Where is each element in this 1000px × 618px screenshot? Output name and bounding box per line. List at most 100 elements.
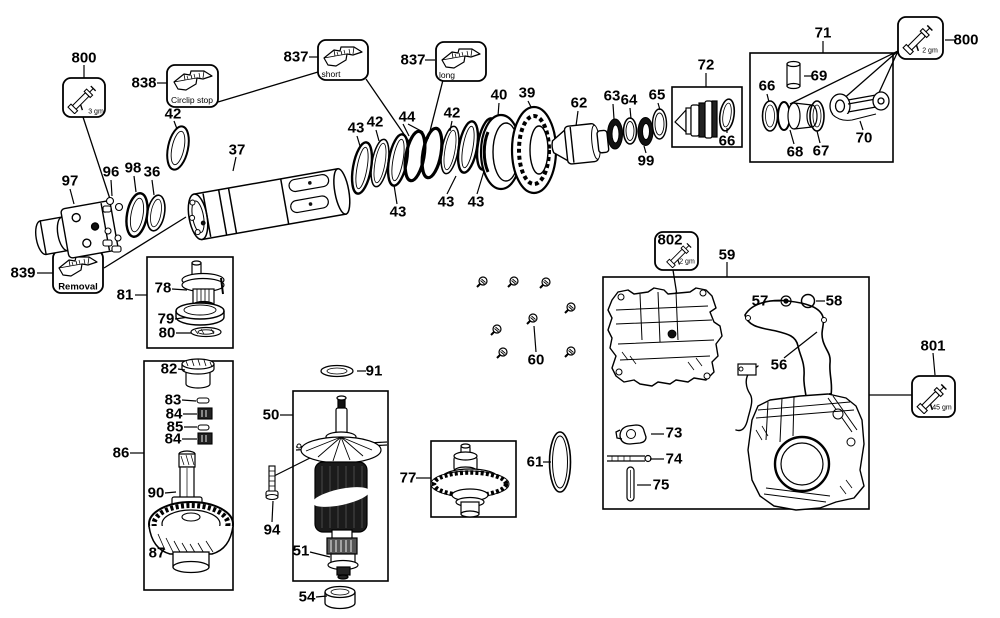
- label-87: 87: [148, 544, 166, 562]
- label-75: 75: [652, 476, 670, 494]
- label-59: 59: [718, 246, 736, 264]
- part-pin-74: [607, 454, 652, 463]
- label-839: 839: [10, 264, 36, 282]
- box-81: [146, 256, 234, 349]
- part-pin-85: [197, 424, 210, 431]
- label-56: 56: [770, 356, 788, 374]
- part-pin-83: [196, 397, 210, 404]
- ann-removal: Removal: [58, 281, 98, 293]
- label-84-1: 84: [165, 405, 183, 423]
- label-43-3: 43: [437, 193, 455, 211]
- ann-2gm-topright: 2 gm: [922, 47, 938, 55]
- label-51: 51: [292, 542, 310, 560]
- box-grease-802: [654, 231, 699, 271]
- label-801: 801: [920, 337, 946, 355]
- label-800-topright: 800: [953, 31, 979, 49]
- part-tool-holder-97: [34, 200, 119, 259]
- part-barrel-37: [187, 167, 351, 241]
- label-42-1: 42: [164, 105, 182, 123]
- ann-45gm: 45 gm: [932, 404, 952, 412]
- box-50: [292, 390, 389, 582]
- part-washer-91: [320, 364, 354, 378]
- label-43-2: 43: [389, 203, 407, 221]
- part-pin-75: [626, 466, 635, 502]
- label-71: 71: [814, 24, 832, 42]
- label-67: 67: [812, 142, 830, 160]
- label-64: 64: [620, 91, 638, 109]
- label-57: 57: [751, 292, 769, 310]
- label-79: 79: [157, 310, 175, 328]
- ann-long: long: [438, 69, 456, 80]
- label-66-1: 66: [718, 132, 736, 150]
- label-42-2: 42: [366, 113, 384, 131]
- part-ring-36: [146, 194, 166, 232]
- label-65: 65: [648, 86, 666, 104]
- part-cylinder-69: [786, 60, 801, 90]
- ann-circlip-stop: Circlip stop: [170, 94, 214, 105]
- label-58: 58: [825, 292, 843, 310]
- label-50: 50: [262, 406, 280, 424]
- label-837-short: 837: [283, 48, 309, 66]
- label-61: 61: [526, 453, 544, 471]
- label-77: 77: [399, 469, 417, 487]
- label-42-3: 42: [443, 104, 461, 122]
- label-72: 72: [697, 56, 715, 74]
- part-conrod-70: [829, 91, 890, 121]
- label-90: 90: [147, 484, 165, 502]
- label-66-2: 66: [758, 77, 776, 95]
- part-brush-84-2: [197, 432, 213, 445]
- label-39: 39: [518, 84, 536, 102]
- label-802: 802: [657, 231, 683, 249]
- part-armature-50: [295, 395, 388, 580]
- label-800-topleft: 800: [71, 49, 97, 67]
- label-98: 98: [124, 159, 142, 177]
- part-washer-80: [190, 326, 222, 338]
- part-gear-87: [148, 501, 234, 574]
- part-oring-61: [548, 431, 572, 493]
- label-43-1: 43: [347, 119, 365, 137]
- label-60: 60: [527, 351, 545, 369]
- part-bracket-73: [615, 424, 647, 445]
- label-99: 99: [637, 152, 655, 170]
- part-ring-65: [651, 108, 668, 140]
- connector-lines: [82, 50, 912, 396]
- label-69: 69: [810, 67, 828, 85]
- label-83: 83: [164, 391, 182, 409]
- part-cap-82: [181, 358, 215, 389]
- label-837-long: 837: [400, 51, 426, 69]
- part-hardware-96: [102, 196, 124, 253]
- label-81: 81: [116, 286, 134, 304]
- part-ring-43-2: [386, 133, 410, 187]
- part-ring-64: [622, 117, 638, 145]
- part-brush-84-1: [197, 407, 213, 420]
- ann-3gm: 3 gm: [88, 108, 104, 116]
- label-85: 85: [166, 418, 184, 436]
- label-84-2: 84: [164, 430, 182, 448]
- label-97: 97: [61, 172, 79, 190]
- label-80: 80: [158, 324, 176, 342]
- ann-2gm-802: 2 gm: [679, 258, 695, 266]
- label-36: 36: [143, 163, 161, 181]
- label-70: 70: [855, 129, 873, 147]
- label-838: 838: [131, 74, 157, 92]
- label-54: 54: [298, 588, 316, 606]
- label-96: 96: [102, 163, 120, 181]
- label-68: 68: [786, 143, 804, 161]
- part-ring-63: [607, 118, 623, 150]
- label-91: 91: [365, 362, 383, 380]
- part-gear-assembly-77: [430, 443, 510, 518]
- box-59: [602, 276, 870, 510]
- box-72: [671, 86, 743, 148]
- part-crankcase: [607, 287, 723, 387]
- part-ring-54: [324, 585, 356, 610]
- part-ring-79: [175, 302, 225, 326]
- part-ram-72: [674, 98, 736, 139]
- label-62: 62: [570, 94, 588, 112]
- label-63: 63: [603, 87, 621, 105]
- label-78: 78: [154, 279, 172, 297]
- label-44: 44: [398, 108, 416, 126]
- label-43-4: 43: [467, 193, 485, 211]
